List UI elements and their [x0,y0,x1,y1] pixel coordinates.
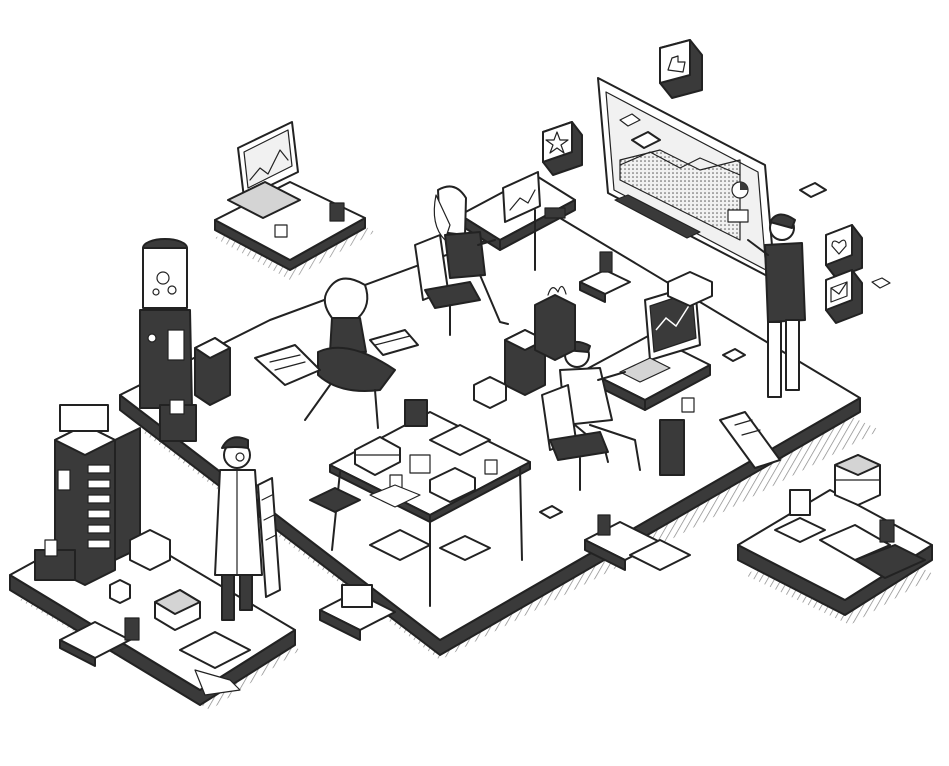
water-cooler [139,238,197,442]
right-platform-items [774,454,926,579]
connector-blocks [319,348,746,641]
storage-units [473,285,576,409]
thumbs-up-icon [659,39,703,99]
phone [329,202,345,222]
pc-tower [659,419,685,476]
boxes-left [109,529,201,631]
paper-stack [369,329,419,356]
mail-icon [825,269,863,324]
stack-of-books [354,436,401,476]
pedestal-center [579,251,713,307]
meeting-table [329,399,531,607]
woman-at-laptop [433,185,509,325]
floating-icon-tiles [542,39,891,324]
water-bottle [142,247,188,309]
paper-scroll [257,477,281,598]
man-in-lab-coat [214,436,281,621]
presentation-screen [597,77,776,281]
server-rack [34,404,141,586]
star-icon [542,121,583,176]
man-presenting [747,213,806,398]
floor-document [254,344,321,386]
heart-icon [825,224,863,279]
left-step-blocks [59,617,251,696]
cup [274,224,288,238]
screen-graph-area [619,149,741,241]
floor-paper-right [719,411,781,469]
paper-note [194,669,241,696]
glasses-icon [235,452,245,462]
keyboard [619,357,671,383]
laptop [502,171,541,223]
plant-icon [547,285,567,296]
girl-carrying-papers [304,277,419,429]
cabinet [194,337,231,406]
office-chair-right [541,384,609,491]
office-chair-back [414,234,481,336]
dress-skirt [317,346,396,392]
stools [309,487,491,561]
line-graph-icon [249,149,289,181]
floating-monitor-desk [214,121,375,280]
waste-bin [789,489,811,516]
